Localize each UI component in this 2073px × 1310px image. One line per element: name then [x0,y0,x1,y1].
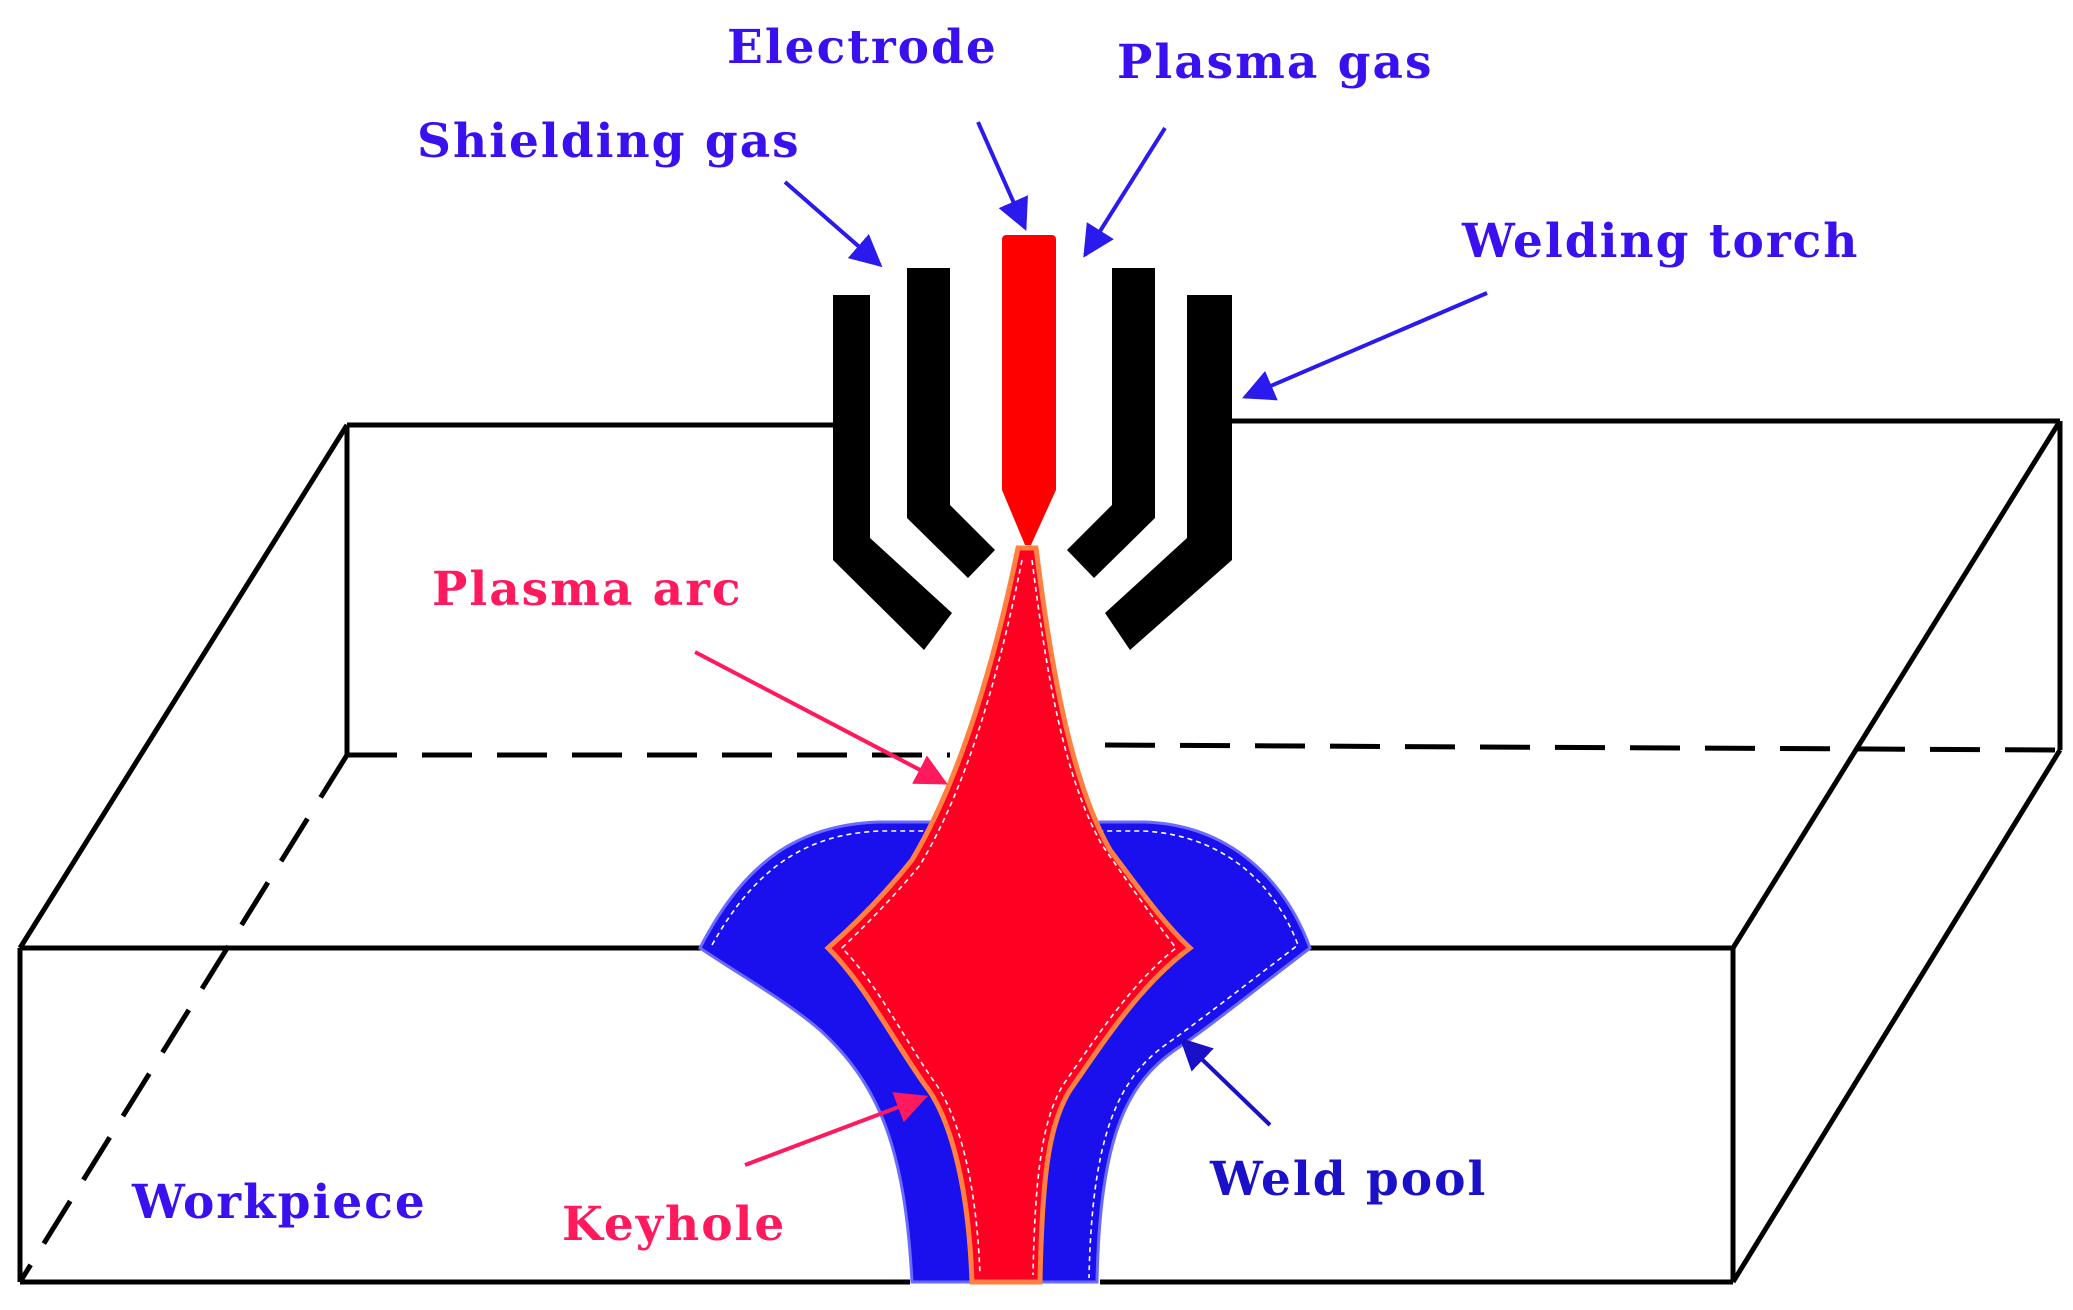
label-arrows [694,121,1488,1167]
welding-torch [833,268,1232,650]
hidden-left-bottom-edge [17,753,350,1284]
label-workpiece: Workpiece [131,1175,427,1230]
electrode [1002,235,1056,545]
workpiece-block [17,418,2063,1285]
torch-outer-right-wall [1105,295,1232,650]
plasma-arc-arrow [694,650,948,785]
label-plasma-arc: Plasma arc [432,562,743,617]
workpiece-bottom-right-edge [1730,748,2063,1284]
hidden-back-bottom-right [1104,742,2061,753]
label-keyhole: Keyhole [562,1197,786,1252]
shielding-gas-arrow [783,180,883,268]
torch-inner-right-wall [1067,268,1155,578]
electrode-arrow [976,121,1028,231]
plasma-arc-keyhole [824,545,1194,1285]
label-weld-pool: Weld pool [1209,1152,1487,1207]
torch-inner-left-wall [907,268,995,578]
label-plasma-gas: Plasma gas [1117,35,1433,90]
plasma-arc-inner-outline [840,559,1023,1276]
welding-torch-arrow [1242,291,1488,401]
label-electrode: Electrode [727,20,998,75]
workpiece-top-left-edge [17,423,350,950]
workpiece-hidden-edges [17,742,2061,1284]
workpiece-top-right-edge [1730,419,2063,950]
torch-outer-left-wall [833,295,952,650]
label-shielding-gas: Shielding gas [417,114,801,169]
plasma-gas-arrow [1083,126,1167,258]
label-welding-torch: Welding torch [1461,214,1859,269]
keyhole-arrow [744,1092,928,1167]
weld-pool-arrow [1179,1037,1272,1127]
